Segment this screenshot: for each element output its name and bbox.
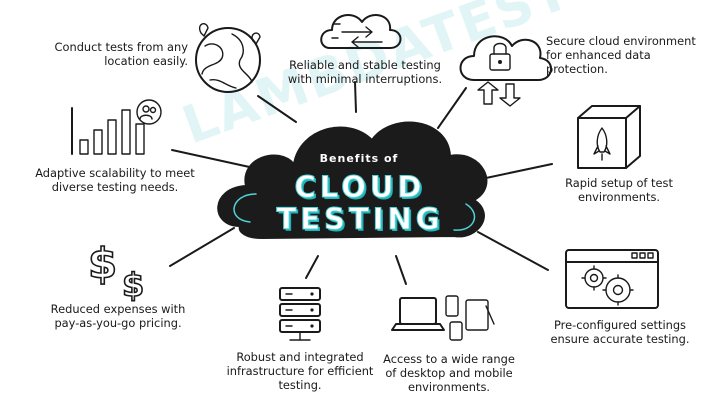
connector-lines xyxy=(169,81,553,285)
benefit-location: Conduct tests from any location easily. xyxy=(54,40,188,68)
svg-text:$: $ xyxy=(122,266,144,304)
globe-icon xyxy=(195,23,261,93)
connector-scalability xyxy=(171,149,255,169)
benefit-scalability: Adaptive scalability to meet diverse tes… xyxy=(35,166,195,194)
benefit-devices: Access to a wide range of desktop and mo… xyxy=(383,352,515,394)
dollar-icon: $ $ xyxy=(87,238,145,305)
benefit-reliable: Reliable and stable testing with minimal… xyxy=(287,58,443,86)
connector-secure xyxy=(437,87,467,129)
benefit-expenses: Reduced expenses with pay-as-you-go pric… xyxy=(50,302,186,330)
connector-devices xyxy=(395,255,407,285)
connector-expenses xyxy=(169,227,235,267)
connector-infrastructure xyxy=(305,255,319,279)
devices-icon xyxy=(391,295,495,341)
rocket-box-icon xyxy=(577,105,641,169)
center-subtitle: Benefits of xyxy=(319,152,399,165)
connector-location xyxy=(257,95,297,123)
bar-chart-icon xyxy=(71,99,162,155)
connector-preconfigured xyxy=(477,231,549,271)
svg-text:$: $ xyxy=(88,239,117,288)
cloud-lock-icon xyxy=(459,35,552,107)
benefit-rapid: Rapid setup of test environments. xyxy=(565,176,673,204)
center-cloud xyxy=(217,121,488,240)
benefit-secure: Secure cloud environment for enhanced da… xyxy=(546,34,696,76)
gear-window-icon xyxy=(565,249,659,309)
connector-rapid xyxy=(485,163,553,179)
cloud-sync-icon xyxy=(320,14,402,49)
benefit-preconfigured: Pre-configured settings ensure accurate … xyxy=(550,318,690,346)
center-title-line2: TESTING xyxy=(276,202,444,237)
center-title-line1: CLOUD xyxy=(294,170,426,205)
server-icon xyxy=(279,287,321,341)
connector-reliable xyxy=(354,81,357,113)
benefit-infrastructure: Robust and integrated infrastructure for… xyxy=(226,350,374,392)
